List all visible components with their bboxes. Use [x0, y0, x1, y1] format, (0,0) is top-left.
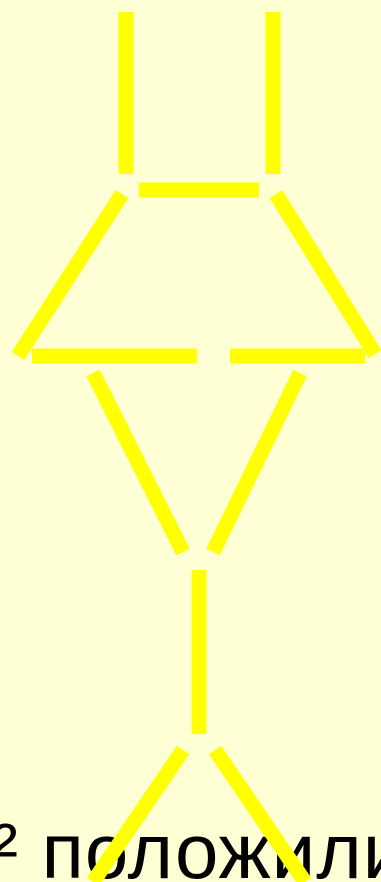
stick-leg-left[interactable]: [93, 750, 183, 882]
stick-slant-upper-left[interactable]: [18, 194, 122, 356]
stick-v-left[interactable]: [93, 373, 183, 552]
stick-v-right[interactable]: [213, 373, 300, 552]
stick-slant-upper-right[interactable]: [276, 194, 375, 354]
stick-leg-right[interactable]: [215, 750, 305, 882]
